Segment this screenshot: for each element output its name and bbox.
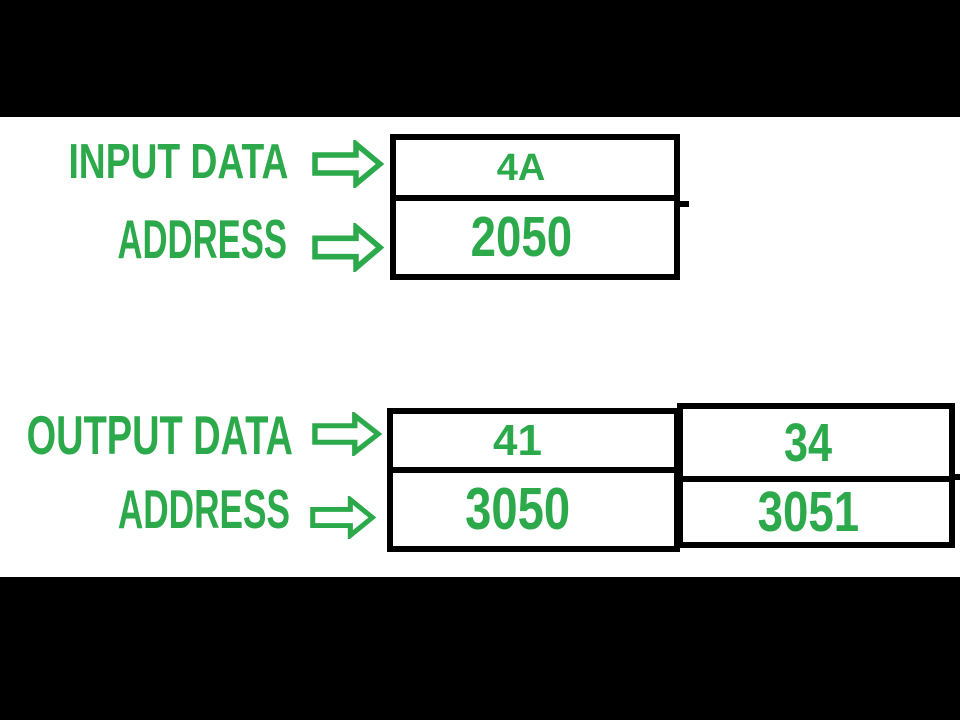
right-block-arrow-icon [312,223,384,272]
output-table-byte1: 41 3050 [387,408,680,552]
output-table-divider-tick [953,474,960,480]
input-address-cell: 2050 [396,201,674,274]
input-table-divider-tick [680,201,689,207]
output-data-value-2: 34 [783,412,833,473]
output-address-value-1: 3050 [464,476,570,542]
input-address-label: ADDRESS [117,208,287,270]
output-address-label: ADDRESS [117,478,290,540]
output-data-cell-1: 41 [393,414,674,473]
top-letterbox-bar [0,0,960,117]
right-block-arrow-icon [312,412,382,456]
output-table-byte2: 34 3051 [677,403,955,548]
input-data-value: 4A [496,146,546,189]
input-data-cell: 4A [396,140,674,201]
right-block-arrow-icon [312,140,384,188]
input-table: 4A 2050 [390,134,680,280]
input-address-value: 2050 [470,205,572,269]
bottom-letterbox-bar [0,577,960,720]
output-data-cell-2: 34 [683,409,949,482]
output-address-cell-2: 3051 [683,482,949,542]
output-data-value-1: 41 [493,415,542,465]
right-block-arrow-icon [310,496,376,539]
input-data-label: INPUT DATA [68,135,288,189]
output-address-cell-1: 3050 [393,473,674,546]
output-data-label: OUTPUT DATA [26,404,293,466]
output-address-value-2: 3051 [757,479,859,544]
